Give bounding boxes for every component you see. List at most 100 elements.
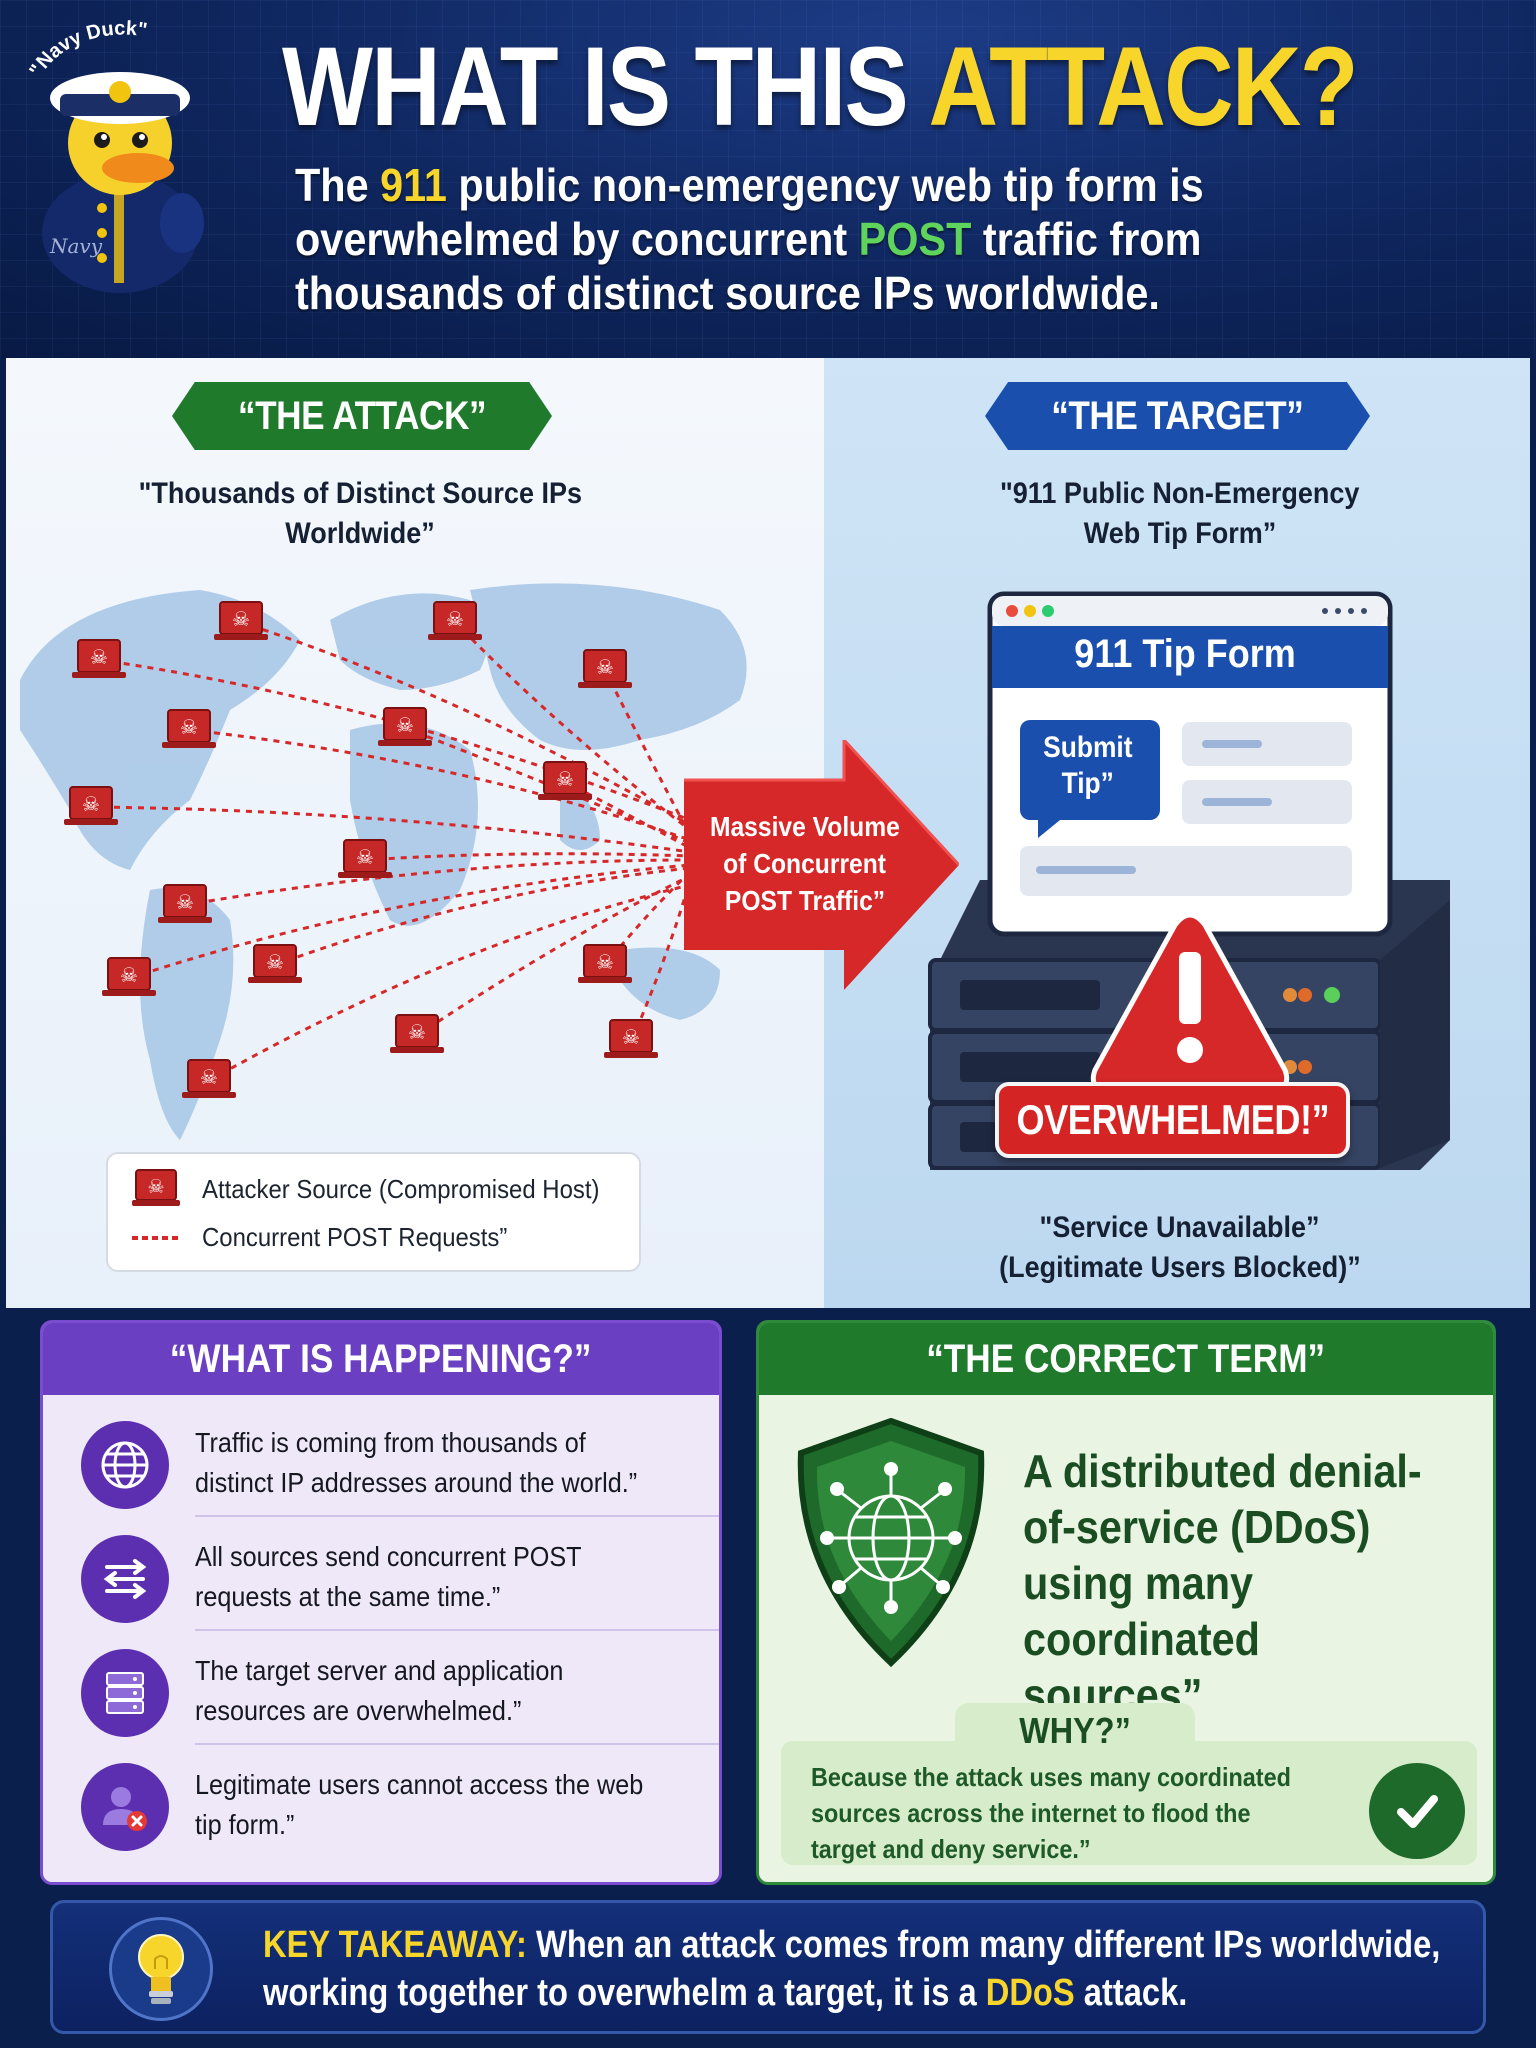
why-explanation: Because the attack uses many coordinated… bbox=[811, 1762, 1291, 1864]
attack-caption-line1: "Thousands of Distinct Source IPs bbox=[138, 477, 582, 510]
arrow-line2: of Concurrent bbox=[723, 848, 887, 879]
happening-header: “WHAT IS HAPPENING?” bbox=[43, 1323, 719, 1395]
attacker-laptop-icon: ☠ bbox=[604, 1019, 658, 1058]
svg-text:☠: ☠ bbox=[596, 657, 614, 679]
dashed-line-icon bbox=[132, 1235, 180, 1240]
svg-text:☠: ☠ bbox=[147, 1177, 164, 1198]
target-banner: “THE TARGET” bbox=[985, 382, 1370, 450]
svg-text:☠: ☠ bbox=[446, 609, 464, 631]
attack-caption: "Thousands of Distinct Source IPs Worldw… bbox=[60, 474, 660, 554]
attacker-laptop-icon: ☠ bbox=[162, 709, 216, 748]
world-map: ☠ ☠ ☠ ☠ ☠ ☠ ☠ ☠ ☠ ☠ ☠ ☠ ☠ ☠ ☠ ☠ bbox=[20, 583, 747, 1140]
subtitle-part: The bbox=[295, 159, 381, 211]
svg-text:☠: ☠ bbox=[396, 715, 414, 737]
submit-line2: Tip” bbox=[1061, 767, 1115, 800]
result-line1: "Service Unavailable” bbox=[1040, 1211, 1320, 1244]
takeaway-line1: When an attack comes from many different… bbox=[526, 1924, 1441, 1966]
svg-text:"Navy Duck": "Navy Duck" bbox=[25, 17, 148, 80]
tip-form-window bbox=[987, 591, 1393, 937]
svg-text:☠: ☠ bbox=[180, 717, 198, 739]
what-is-happening-card: “WHAT IS HAPPENING?” Traffic is coming f… bbox=[40, 1320, 722, 1885]
attacker-laptop-icon: ☠ bbox=[158, 884, 212, 923]
happening-text: All sources send concurrent POST request… bbox=[195, 1541, 582, 1612]
checkmark-icon bbox=[1369, 1763, 1465, 1859]
legend-requests-label: Concurrent POST Requests” bbox=[202, 1222, 508, 1252]
attack-caption-line2: Worldwide” bbox=[285, 517, 435, 550]
takeaway-line2-post: attack. bbox=[1074, 1972, 1188, 2014]
server-icon bbox=[81, 1649, 169, 1737]
map-legend: ☠ Attacker Source (Compromised Host) Con… bbox=[106, 1152, 641, 1272]
svg-text:☠: ☠ bbox=[356, 847, 374, 869]
svg-text:☠: ☠ bbox=[596, 952, 614, 974]
subtitle-part: thousands of distinct source IPs worldwi… bbox=[295, 267, 1160, 319]
target-caption-line1: "911 Public Non-Emergency bbox=[1000, 477, 1360, 510]
subtitle-part: public non-emergency web tip form is bbox=[446, 159, 1204, 211]
blocked-user-icon bbox=[81, 1763, 169, 1851]
submit-tip-button[interactable]: Submit Tip” bbox=[1018, 730, 1158, 802]
happening-text: Legitimate users cannot access the web t… bbox=[195, 1769, 644, 1840]
arrows-icon bbox=[81, 1535, 169, 1623]
attacker-laptop-icon: ☠ bbox=[578, 649, 632, 688]
attacker-laptop-icon: ☠ bbox=[132, 1169, 180, 1206]
svg-text:☠: ☠ bbox=[82, 794, 100, 816]
shield-network-icon bbox=[797, 1417, 985, 1668]
svg-text:☠: ☠ bbox=[176, 892, 194, 914]
legend-row-source: ☠ Attacker Source (Compromised Host) bbox=[132, 1168, 634, 1210]
takeaway-label: KEY TAKEAWAY: bbox=[263, 1924, 527, 1966]
takeaway-keyword-ddos: DDoS bbox=[985, 1972, 1075, 2014]
submit-line1: Submit bbox=[1043, 731, 1133, 764]
subtitle-keyword-911: 911 bbox=[380, 159, 447, 211]
attack-banner: “THE ATTACK” bbox=[172, 382, 552, 450]
divider bbox=[195, 1629, 719, 1631]
correct-term-card: “THE CORRECT TERM” A distributed denial-… bbox=[756, 1320, 1496, 1885]
legend-source-label: Attacker Source (Compromised Host) bbox=[202, 1173, 600, 1204]
happening-text: The target server and application resour… bbox=[195, 1655, 564, 1726]
result-line2: (Legitimate Users Blocked)” bbox=[999, 1251, 1361, 1284]
legend-row-requests: Concurrent POST Requests” bbox=[132, 1222, 534, 1253]
title-accent-text: ATTACK? bbox=[928, 24, 1358, 149]
arrow-line3: POST Traffic” bbox=[724, 885, 886, 916]
overwhelmed-badge: OVERWHELMED!” bbox=[995, 1082, 1350, 1158]
tip-form-title: 911 Tip Form bbox=[1074, 632, 1296, 676]
mascot-caption: "Navy Duck" bbox=[25, 17, 148, 80]
takeaway-line2-pre: working together to overwhelm a target, … bbox=[263, 1972, 986, 2014]
attacker-hosts: ☠ ☠ ☠ ☠ ☠ ☠ ☠ ☠ ☠ ☠ ☠ ☠ ☠ ☠ ☠ ☠ bbox=[64, 601, 658, 1098]
svg-text:☠: ☠ bbox=[556, 769, 574, 791]
correct-term-text: A distributed denial-of-service (DDoS) u… bbox=[1023, 1445, 1422, 1721]
attacker-laptop-icon: ☠ bbox=[72, 639, 126, 678]
key-takeaway-text: KEY TAKEAWAY: When an attack comes from … bbox=[263, 1921, 1440, 2017]
svg-text:☠: ☠ bbox=[408, 1022, 426, 1044]
attacker-laptop-icon: ☠ bbox=[338, 839, 392, 878]
navy-duck-mascot: "Navy Duck" Navy bbox=[25, 17, 204, 293]
key-takeaway-bar: KEY TAKEAWAY: When an attack comes from … bbox=[50, 1900, 1486, 2034]
attacker-laptop-icon: ☠ bbox=[378, 707, 432, 746]
attacker-laptop-icon: ☠ bbox=[538, 761, 592, 800]
attacker-laptop-icon: ☠ bbox=[428, 601, 482, 640]
attacker-laptop-icon: ☠ bbox=[248, 944, 302, 983]
traffic-arrow bbox=[684, 740, 959, 990]
subtitle-keyword-post: POST bbox=[858, 213, 972, 265]
svg-text:☠: ☠ bbox=[622, 1027, 640, 1049]
svg-text:☠: ☠ bbox=[266, 952, 284, 974]
list-item: All sources send concurrent POST request… bbox=[43, 1517, 719, 1631]
attacker-laptop-icon: ☠ bbox=[578, 944, 632, 983]
divider bbox=[195, 1515, 719, 1517]
attacker-laptop-icon: ☠ bbox=[214, 601, 268, 640]
traffic-arrow-label: Massive Volume of Concurrent POST Traffi… bbox=[690, 808, 920, 919]
list-item: Legitimate users cannot access the web t… bbox=[43, 1745, 719, 1859]
divider bbox=[195, 1743, 719, 1745]
attacker-laptop-icon: ☠ bbox=[102, 957, 156, 996]
svg-text:☠: ☠ bbox=[90, 647, 108, 669]
header: "Navy Duck" Navy WHAT IS THIS ATTACK? Th… bbox=[0, 0, 1536, 358]
attacker-laptop-icon: ☠ bbox=[182, 1059, 236, 1098]
header-grid-background bbox=[0, 0, 1536, 358]
why-label: WHY?” bbox=[955, 1703, 1195, 1759]
page-subtitle: The 911 public non-emergency web tip for… bbox=[295, 158, 1204, 320]
subtitle-part: traffic from bbox=[971, 213, 1202, 265]
svg-text:☠: ☠ bbox=[200, 1067, 218, 1089]
attacker-laptop-icon: ☠ bbox=[390, 1014, 444, 1053]
globe-icon bbox=[81, 1421, 169, 1509]
why-box bbox=[781, 1741, 1477, 1865]
service-unavailable-caption: "Service Unavailable” (Legitimate Users … bbox=[880, 1208, 1480, 1288]
attacker-laptop-icon: ☠ bbox=[64, 786, 118, 825]
